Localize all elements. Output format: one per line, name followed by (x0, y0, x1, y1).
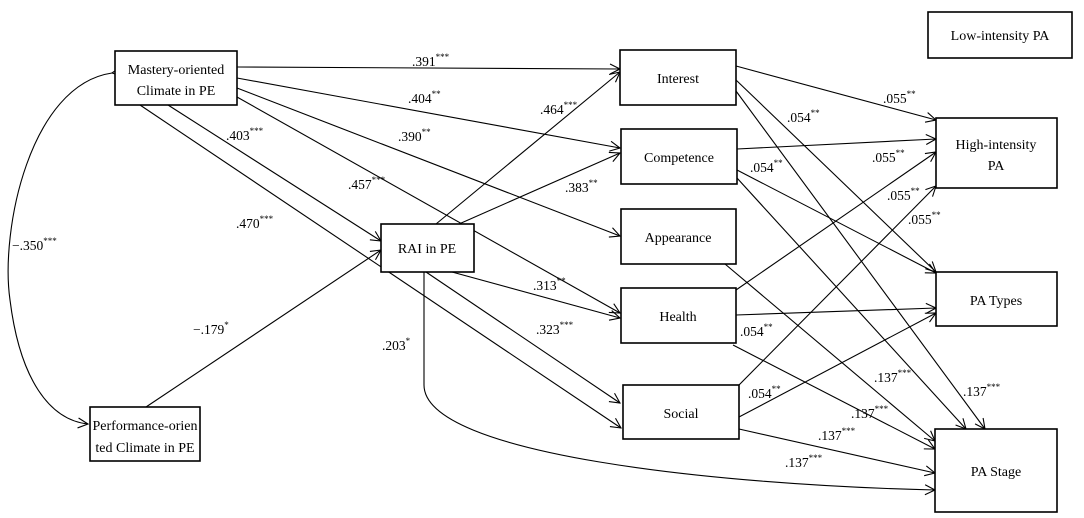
node-competence: Competence (620, 128, 738, 185)
coef-rai-stage: .203* (382, 336, 411, 353)
coef-mastery-interest: .391*** (412, 52, 450, 69)
node-label: RAI in PE (398, 242, 456, 257)
node-interest: Interest (619, 49, 737, 106)
coef-interest-high: .055** (883, 89, 916, 106)
edge-rai-social (425, 271, 620, 403)
coef-competence-types: .054** (750, 158, 783, 175)
edge-social-types (738, 313, 936, 418)
edge-social-high (738, 186, 936, 386)
coef-rai-social: .323*** (536, 320, 574, 337)
node-label: PA Types (970, 294, 1022, 309)
node-pa-stage: PA Stage (934, 428, 1058, 513)
node-label: Appearance (645, 231, 712, 246)
node-label: Social (664, 407, 699, 422)
edge-mastery-interest (236, 67, 620, 69)
edge-health-stage (732, 344, 935, 449)
coefficient-labels: .391*** .404** .390** .457*** .403*** .4… (12, 52, 1001, 470)
coef-mastery-health: .457*** (348, 175, 386, 192)
edge-mastery-performance-covariance (7, 73, 112, 424)
node-label: PA Stage (971, 465, 1021, 480)
edge-competence-high (736, 139, 936, 150)
coef-mastery-social: .470*** (236, 214, 274, 231)
coef-mastery-competence: .404** (408, 89, 441, 106)
edge-competence-types (736, 169, 936, 273)
coef-covariance: −.350*** (12, 236, 57, 253)
coef-mastery-rai: .403*** (226, 126, 264, 143)
node-health: Health (620, 287, 737, 344)
edge-interest-types (735, 79, 936, 272)
coef-pa-stage: .137*** (818, 426, 856, 443)
edge-health-types (735, 308, 936, 316)
node-rai: RAI in PE (380, 223, 475, 273)
edge-rai-health (451, 271, 620, 318)
node-label: Health (659, 310, 696, 325)
node-low-intensity-pa: Low-intensity PA (927, 11, 1073, 59)
coef-rai-interest: .464*** (540, 100, 578, 117)
coef-performance-rai: −.179* (193, 320, 229, 337)
coef-pa-stage: .137*** (963, 382, 1001, 399)
coef-interest-types: .054** (787, 108, 820, 125)
node-label: Climate in PE (137, 84, 216, 99)
node-pa-types: PA Types (935, 271, 1058, 327)
node-performance-climate: Performance-orien ted Climate in PE (89, 406, 201, 462)
edge-competence-stage (736, 177, 966, 429)
node-mastery-climate: Mastery-oriented Climate in PE (114, 50, 238, 106)
node-social: Social (622, 384, 740, 440)
edge-rai-stage (423, 272, 935, 490)
coef-mastery-appearance: .390** (398, 127, 431, 144)
edge-performance-rai (145, 250, 381, 408)
edge-appearance-stage (724, 263, 935, 441)
edge-mastery-competence (236, 77, 620, 148)
edge-health-high (735, 152, 936, 291)
node-label: Low-intensity PA (951, 29, 1051, 44)
edge-rai-competence (458, 153, 620, 225)
coef-social-high: .055** (908, 210, 941, 227)
node-label: Mastery-oriented (128, 63, 224, 78)
node-appearance: Appearance (620, 208, 737, 265)
edges (7, 65, 985, 490)
edge-rai-interest (435, 72, 620, 225)
coef-rai-health: .313** (533, 276, 566, 293)
node-label: High-intensity (956, 138, 1037, 153)
node-high-intensity-pa: High-intensity PA (935, 117, 1058, 189)
coef-pa-stage: .137*** (785, 453, 823, 470)
edge-mastery-appearance (236, 87, 620, 236)
coef-competence-high: .055** (872, 148, 905, 165)
node-label: Competence (644, 151, 714, 166)
node-label: ted Climate in PE (95, 441, 194, 456)
coef-rai-competence: .383** (565, 178, 598, 195)
coef-pa-stage: .137*** (874, 368, 912, 385)
node-label: PA (988, 159, 1006, 174)
edge-social-stage (738, 428, 935, 473)
node-label: Interest (657, 72, 699, 87)
coef-pa-stage: .137*** (851, 404, 889, 421)
edge-interest-high (735, 65, 936, 120)
coef-social-types: .054** (748, 384, 781, 401)
coef-health-types: .054** (740, 322, 773, 339)
edge-mastery-health (236, 96, 620, 313)
coef-health-high: .055** (887, 186, 920, 203)
node-label: Performance-orien (93, 419, 198, 434)
edge-mastery-rai (167, 104, 381, 241)
